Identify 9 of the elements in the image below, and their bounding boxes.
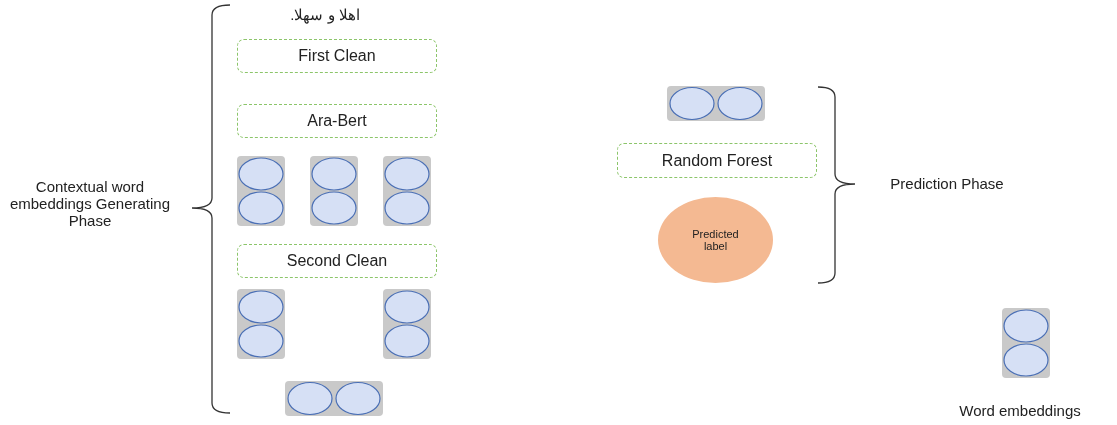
legend-text: Word embeddings bbox=[958, 402, 1082, 419]
process-box: Second Clean bbox=[237, 244, 437, 278]
phase-label: Prediction Phase bbox=[889, 175, 1005, 192]
greeting-text: اهلا و سهلا. bbox=[289, 6, 361, 24]
process-box: Ara-Bert bbox=[237, 104, 437, 138]
phase-label: Contextual word embeddings Generating Phase bbox=[8, 178, 172, 229]
process-box: First Clean bbox=[237, 39, 437, 73]
process-box: Random Forest bbox=[617, 143, 817, 178]
output-circle: Predicted label bbox=[658, 197, 773, 283]
